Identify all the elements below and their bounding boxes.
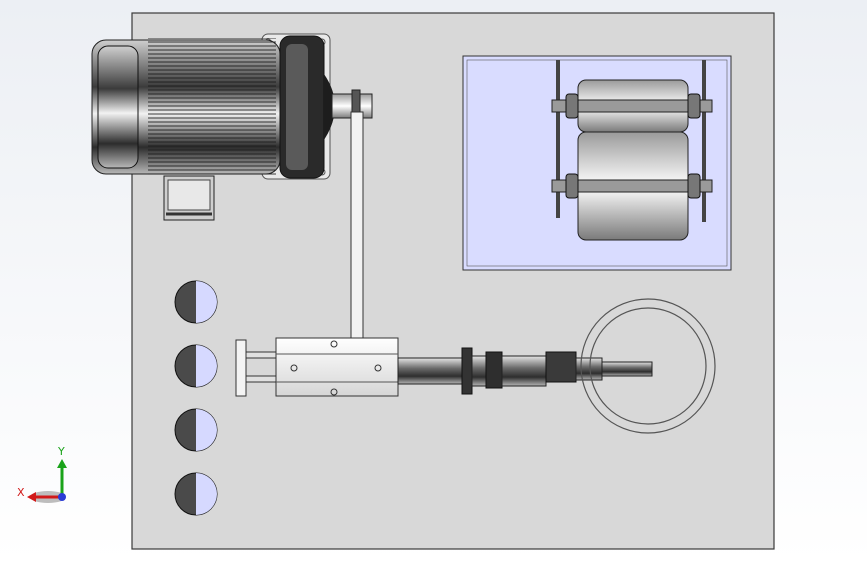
motor[interactable] [91, 35, 335, 221]
triad-x-label: X [17, 486, 25, 499]
roller-assembly[interactable] [462, 55, 732, 271]
drive-belt[interactable] [350, 111, 364, 341]
ring-gear[interactable] [580, 298, 716, 434]
spindle-shaft[interactable] [397, 347, 653, 395]
cylinder-actuator[interactable] [235, 337, 399, 397]
triad-y-label: Y [57, 445, 65, 458]
bolt-head[interactable] [174, 280, 218, 324]
bolt-head[interactable] [174, 472, 218, 516]
bolt-head[interactable] [174, 408, 218, 452]
view-triad-icon: Y X [17, 445, 67, 503]
bolt-head[interactable] [174, 344, 218, 388]
